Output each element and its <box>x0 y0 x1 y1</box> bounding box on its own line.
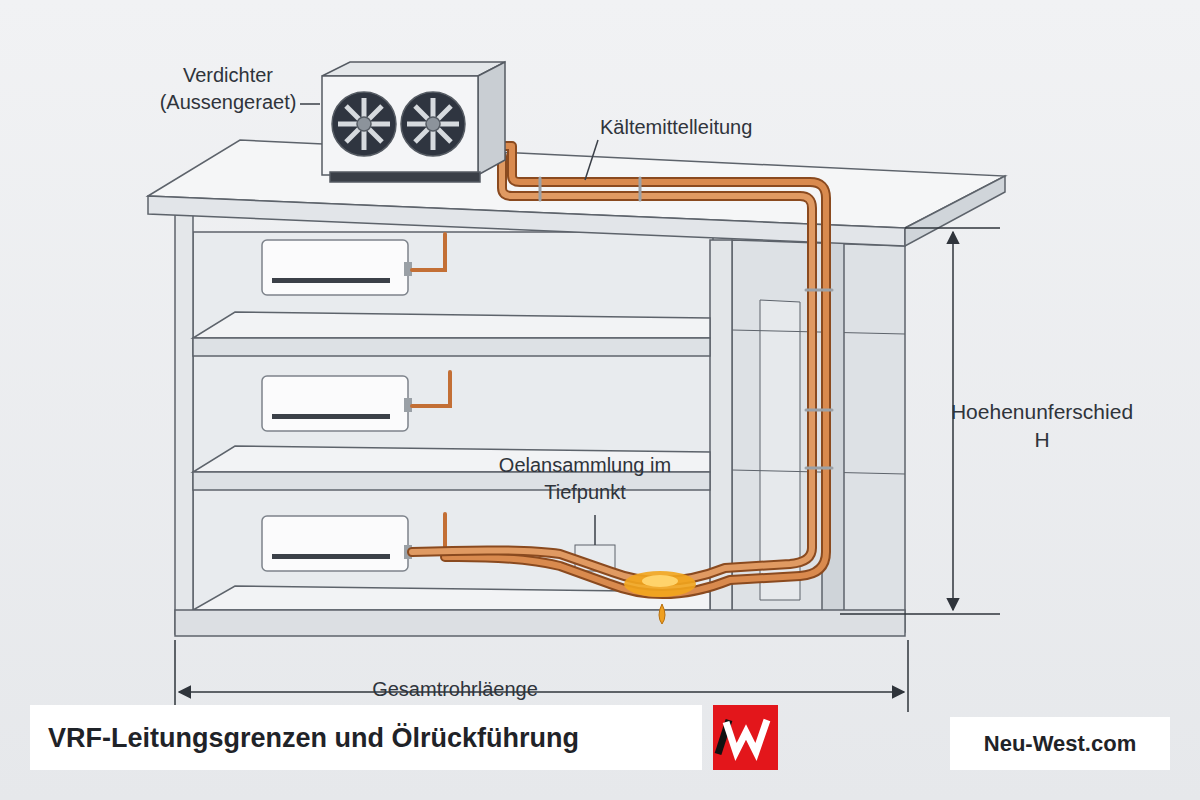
refrigerant-pipe-part <box>445 146 826 594</box>
footer-boxes-part <box>726 720 767 752</box>
dimension-lines-part <box>905 227 1000 229</box>
compressor-part <box>330 172 480 182</box>
leader-lines-part <box>300 103 320 105</box>
indoor-unit <box>262 376 412 431</box>
refrigerant-pipe-part <box>412 156 812 581</box>
branch-pipes-part <box>412 372 450 406</box>
refrigerant-pipe-part-part <box>639 178 642 200</box>
footer-boxes-part <box>950 717 1170 770</box>
footer-boxes <box>30 705 1170 770</box>
indoor-unit-part <box>272 554 390 559</box>
compressor-part-part <box>415 106 451 142</box>
oil-accumulation-part <box>642 575 678 587</box>
refrigerant-pipe-part-part <box>806 467 832 470</box>
dimension-lines-part <box>840 613 1000 615</box>
part-label: Kältemittelleitung <box>600 114 752 141</box>
part-label: Verdichter (Aussengeraet) <box>153 62 303 116</box>
refrigerant-pipe-part <box>445 146 826 594</box>
compressor-part <box>338 98 459 150</box>
refrigerant-pipe-part-part <box>539 178 542 200</box>
oil-accumulation <box>624 571 696 624</box>
diagram-title: VRF-Leitungsgrenzen und Ölrückführung <box>48 720 579 756</box>
leader-lines-part <box>594 515 596 545</box>
compressor-part <box>426 117 440 131</box>
compressor-part <box>357 117 371 131</box>
compressor-part-part <box>346 106 382 142</box>
building-part <box>193 232 713 630</box>
dimension-lines-part <box>174 640 176 712</box>
compressor-part <box>332 92 396 156</box>
indoor-unit-part <box>262 516 408 571</box>
indoor-unit-part <box>272 278 390 283</box>
dimension-lines-part <box>907 640 909 712</box>
compressor-part <box>478 62 505 175</box>
refrigerant-pipe-part-part <box>806 409 832 412</box>
building-part <box>193 312 710 338</box>
leader-lines <box>300 104 598 545</box>
building <box>148 140 1005 636</box>
compressor-part <box>401 92 465 156</box>
indoor-unit-part <box>262 240 408 295</box>
compressor-part-part <box>415 106 451 142</box>
dimension-label: Hoehenunferschied H <box>951 398 1133 455</box>
refrigerant-pipe <box>412 146 832 594</box>
compressor-part <box>322 76 478 175</box>
building-part <box>175 214 193 634</box>
compressor <box>322 62 505 182</box>
compressor-part <box>322 62 505 76</box>
branch-pipes <box>412 234 450 552</box>
indoor-unit-part <box>272 414 390 419</box>
dimension-label: Gesamtrohrläenge <box>372 676 538 703</box>
dimension-lines <box>175 228 1000 712</box>
refrigerant-pipe-part-part <box>806 289 832 292</box>
footer-boxes-part <box>30 705 702 770</box>
leader-lines-part <box>585 140 598 180</box>
building-part <box>193 338 710 356</box>
indoor-unit <box>262 516 412 571</box>
oil-accumulation-part <box>624 571 696 597</box>
dimension-lines-part <box>179 691 904 693</box>
indoor-unit <box>262 240 412 295</box>
compressor-part-part <box>346 106 382 142</box>
indoor-unit-part <box>262 376 408 431</box>
building-part <box>760 300 800 600</box>
building-part <box>732 470 905 474</box>
refrigerant-pipe-part <box>412 156 812 581</box>
branch-pipes-part <box>412 234 445 270</box>
oil-accumulation-part <box>659 604 665 624</box>
building-part <box>148 196 905 246</box>
footer-boxes-part <box>713 705 778 770</box>
refrigerant-pipe-part <box>540 178 832 468</box>
watermark: Neu-West.com <box>984 729 1136 759</box>
building-part <box>732 330 905 334</box>
building-part <box>175 610 905 636</box>
indoor-units <box>262 240 412 571</box>
callout-label: Oelansammlung im Tiefpunkt <box>490 452 680 506</box>
building-part <box>905 176 1005 246</box>
